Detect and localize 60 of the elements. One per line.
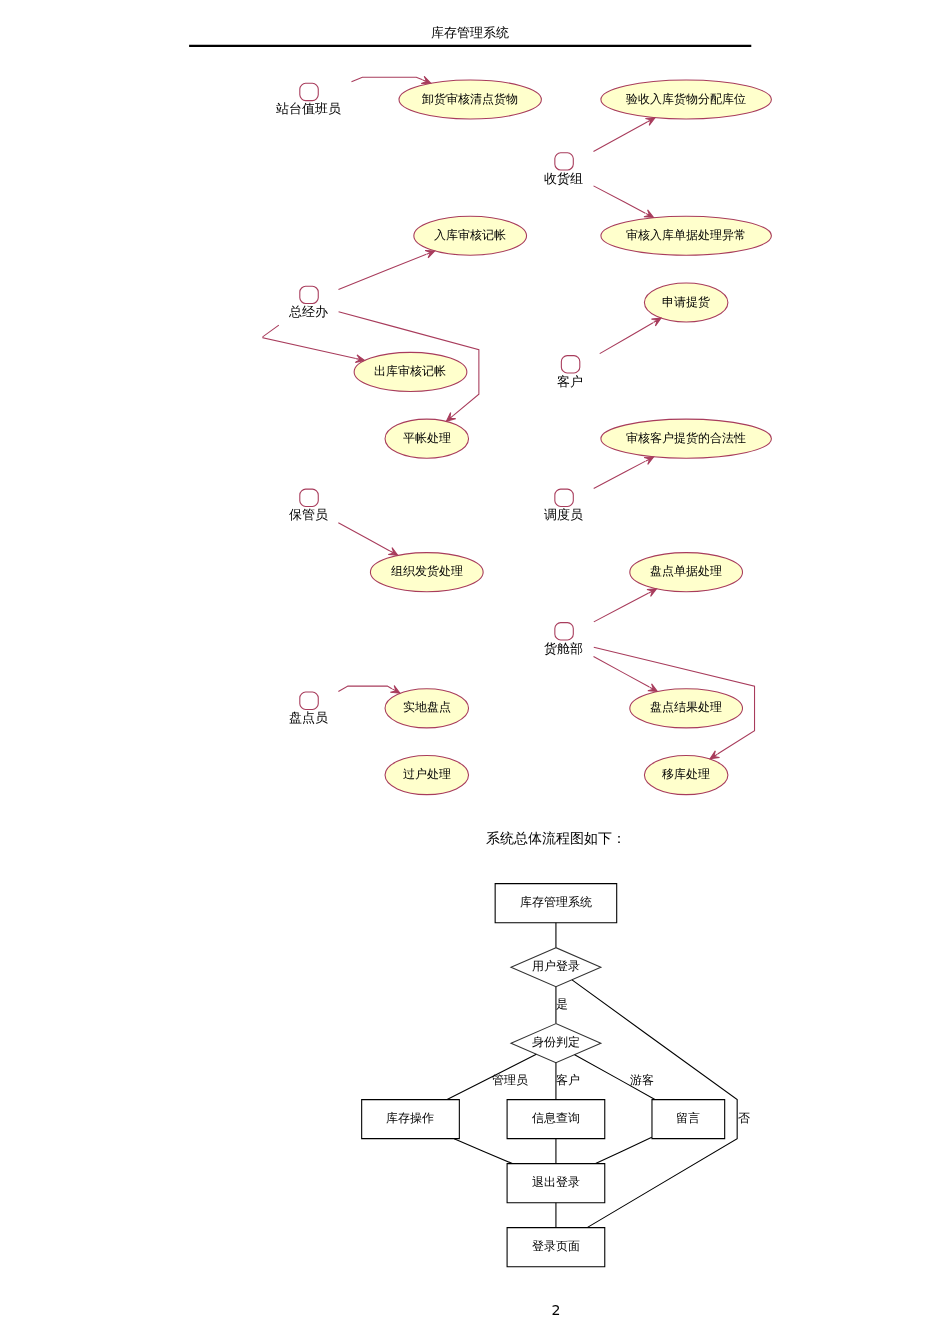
edge-label: 游客: [629, 1073, 654, 1088]
node-ellipse: 审核入库单据处理异常: [599, 215, 772, 256]
connector: [554, 986, 556, 1024]
arrow: [337, 522, 398, 556]
arrow: [350, 75, 431, 85]
arrow: [592, 117, 655, 152]
connector: [594, 1136, 652, 1165]
node-ellipse: 验收入库货物分配库位: [599, 79, 772, 120]
arrow: [337, 311, 479, 422]
label: 系统总体流程图如下：: [485, 829, 626, 846]
arrow: [261, 324, 365, 363]
edge-label: 管理员: [491, 1073, 528, 1088]
node-box: 退出登录: [506, 1163, 605, 1204]
edge-label: 否: [737, 1111, 750, 1126]
connector: [554, 1062, 556, 1100]
node-label: 保管员: [288, 507, 328, 523]
label: 2: [550, 1301, 560, 1318]
node-ellipse: 入库审核记帐: [412, 215, 527, 256]
arrow: [592, 646, 755, 760]
node-box: 库存操作: [360, 1099, 460, 1140]
node-ellipse: 审核客户提货的合法性: [599, 418, 772, 459]
node-diamond: 身份判定: [509, 1023, 602, 1064]
node-ellipse: 平帐处理: [384, 418, 469, 459]
node-ellipse: 过户处理: [384, 755, 469, 796]
node-ellipse: 组织发货处理: [369, 552, 484, 593]
arrow: [598, 317, 661, 355]
arrow: [592, 655, 658, 692]
connector: [453, 1138, 513, 1165]
edge-label: 客户: [555, 1073, 580, 1088]
node-label: 总经办: [288, 304, 328, 320]
node-ellipse: 盘点单据处理: [628, 552, 743, 593]
node-box: 库存管理系统: [494, 883, 617, 924]
node-ellipse: 移库处理: [643, 755, 728, 796]
connector: [446, 1053, 537, 1100]
node-label: 调度员: [543, 507, 583, 523]
arrow: [592, 588, 657, 623]
connector: [554, 922, 556, 949]
label: 库存管理系统: [430, 24, 509, 40]
connector: [573, 1054, 655, 1100]
node-ellipse: 实地盘点: [384, 688, 469, 729]
node-label: 客户: [556, 373, 583, 389]
node-ellipse: 盘点结果处理: [628, 688, 743, 729]
arrow: [337, 250, 435, 290]
node-label: 收货组: [543, 170, 583, 186]
arrow: [337, 684, 400, 694]
edge-label: 是: [555, 997, 568, 1012]
connector: [554, 1202, 556, 1229]
arrow: [592, 456, 654, 489]
node-box: 登录页面: [506, 1227, 605, 1268]
node-box: 留言: [650, 1099, 725, 1140]
node-label: 盘点员: [288, 710, 328, 726]
node-label: 货舱部: [543, 640, 583, 656]
node-diamond: 用户登录: [509, 947, 602, 988]
connector: [554, 1138, 556, 1165]
connector: [570, 979, 738, 1229]
node-ellipse: 申请提货: [643, 282, 728, 323]
node-box: 信息查询: [506, 1099, 605, 1140]
node-ellipse: 卸货审核清点货物: [397, 79, 542, 120]
arrow: [592, 185, 654, 218]
node-label: 站台值班员: [275, 101, 341, 117]
